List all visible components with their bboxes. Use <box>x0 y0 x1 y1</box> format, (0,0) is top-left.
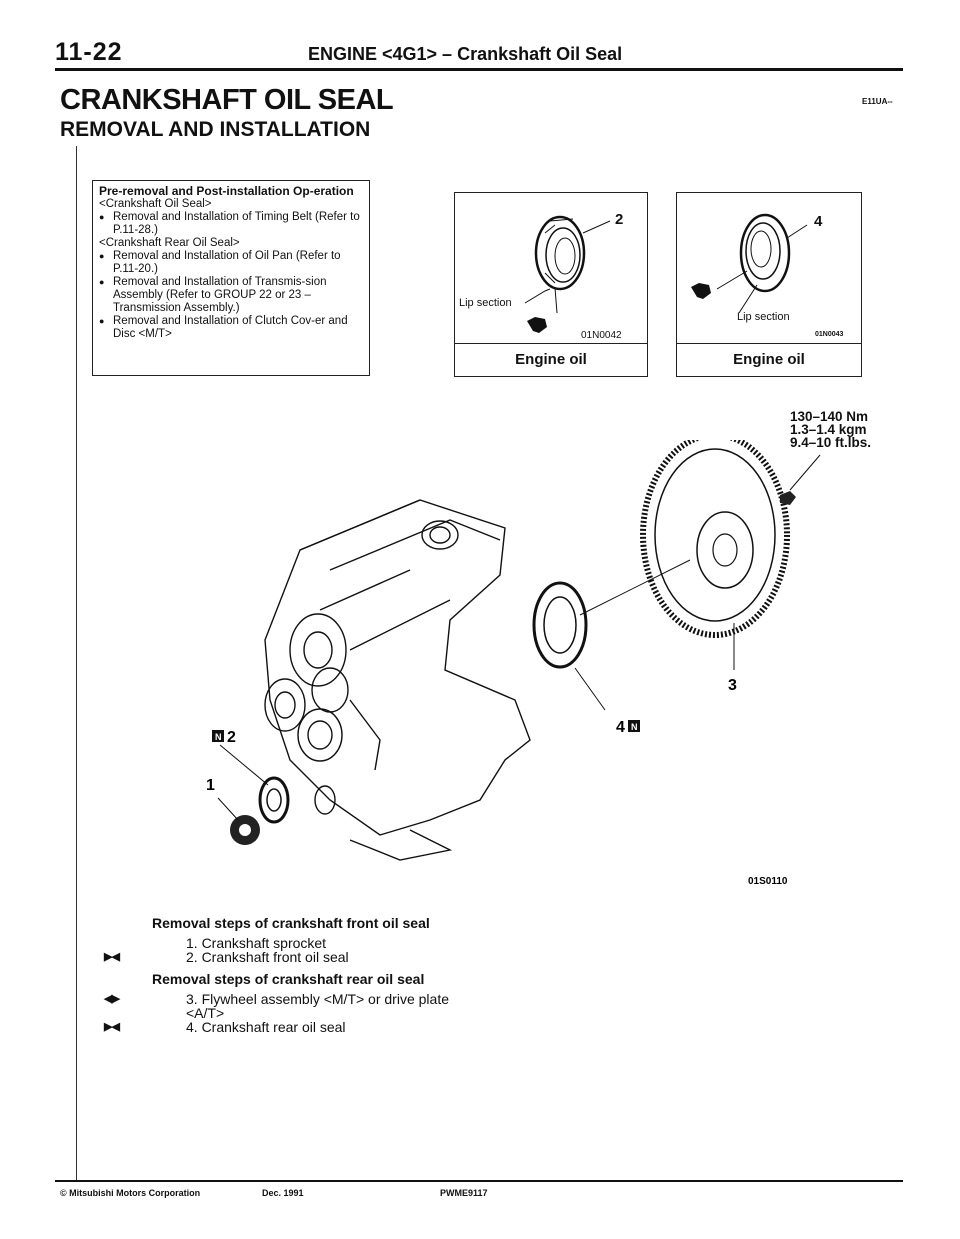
step-mark: ▶◀ <box>104 951 120 963</box>
front-seal-illustration <box>524 215 611 333</box>
step-text: 2. Crankshaft front oil seal <box>186 949 349 965</box>
header-title: ENGINE <4G1> – Crankshaft Oil Seal <box>308 44 623 64</box>
step-text: 1. Crankshaft sprocket <box>186 935 327 951</box>
footer-code: PWME9117 <box>440 1188 488 1198</box>
removal-steps: Removal steps of crankshaft front oil se… <box>104 915 472 1035</box>
lip-section-label: Lip section <box>737 311 790 323</box>
torque-spec: 130–140 Nm 1.3–1.4 kgm 9.4–10 ft.lbs. <box>790 409 872 450</box>
torque-kgm: 1.3–1.4 kgm <box>790 422 867 437</box>
step-text: 4. Crankshaft rear oil seal <box>186 1019 346 1035</box>
header-rule <box>55 68 903 71</box>
rear-steps-heading: Removal steps of crankshaft rear oil sea… <box>152 971 425 987</box>
callout-2: 2 <box>227 729 236 746</box>
rear-seal-panel: 4 Lip section 01N0043 Engine oil <box>676 192 862 377</box>
figure-code: 01N0043 <box>815 331 844 338</box>
callout-1: 1 <box>206 777 215 794</box>
footer-copyright: © Mitsubishi Motors Corporation <box>60 1188 201 1198</box>
step-text: 3. Flywheel assembly <M/T> or drive plat… <box>186 991 449 1021</box>
step-row: ◀▶ 3. Flywheel assembly <M/T> or drive p… <box>104 991 472 1021</box>
exploded-diagram: 1 N 2 3 4 N 01S0110 <box>206 440 821 887</box>
list-item: <Crankshaft Rear Oil Seal> <box>99 237 240 249</box>
step-mark: ◀▶ <box>104 993 120 1005</box>
engine-oil-label: Engine oil <box>455 343 647 376</box>
front-seal-panel: 2 Lip section 01N0042 Engine oil <box>454 192 648 377</box>
torque-ftlbs: 9.4–10 ft.lbs. <box>790 435 872 450</box>
page-title: CRANKSHAFT OIL SEAL <box>60 84 394 116</box>
step-mark: ▶◀ <box>104 1021 120 1033</box>
list-item: Removal and Installation of Transmis-sio… <box>99 276 365 315</box>
front-steps-heading: Removal steps of crankshaft front oil se… <box>152 915 430 931</box>
rear-seal-illustration <box>691 213 808 314</box>
section-subtitle: REMOVAL AND INSTALLATION <box>60 118 371 141</box>
footer-rule <box>55 1180 903 1182</box>
callout-2: 2 <box>615 211 624 228</box>
footer-date: Dec. 1991 <box>262 1188 304 1198</box>
lip-section-label: Lip section <box>459 297 512 309</box>
torque-nm: 130–140 Nm <box>790 409 869 424</box>
pre-removal-heading: Pre-removal and Post-installation Op-era… <box>99 184 354 198</box>
step-row: ▶◀ 2. Crankshaft front oil seal <box>104 949 472 965</box>
pre-removal-list: <Crankshaft Oil Seal> Removal and Instal… <box>99 198 365 341</box>
section-code: E11UA-- <box>862 97 893 106</box>
figure-code: 01N0042 <box>581 330 622 341</box>
list-item: Removal and Installation of Oil Pan (Ref… <box>99 250 365 276</box>
list-item: Removal and Installation of Timing Belt … <box>99 211 365 237</box>
step-row: ▶◀ 4. Crankshaft rear oil seal <box>104 1019 472 1035</box>
svg-text:N: N <box>215 732 222 742</box>
svg-text:N: N <box>631 722 638 732</box>
engine-oil-label: Engine oil <box>677 343 861 376</box>
page-number: 11-22 <box>55 38 123 66</box>
new-part-mark <box>212 730 224 742</box>
list-item: Removal and Installation of Clutch Cov-e… <box>99 315 365 341</box>
callout-4: 4 <box>814 213 823 230</box>
figure-code: 01S0110 <box>748 876 788 887</box>
left-margin-rule <box>76 146 77 1180</box>
callout-3: 3 <box>728 677 737 694</box>
callout-4: 4 <box>616 719 625 736</box>
step-row: 1. Crankshaft sprocket <box>152 936 472 950</box>
pre-removal-box: Pre-removal and Post-installation Op-era… <box>92 180 370 376</box>
list-item: <Crankshaft Oil Seal> <box>99 198 212 210</box>
